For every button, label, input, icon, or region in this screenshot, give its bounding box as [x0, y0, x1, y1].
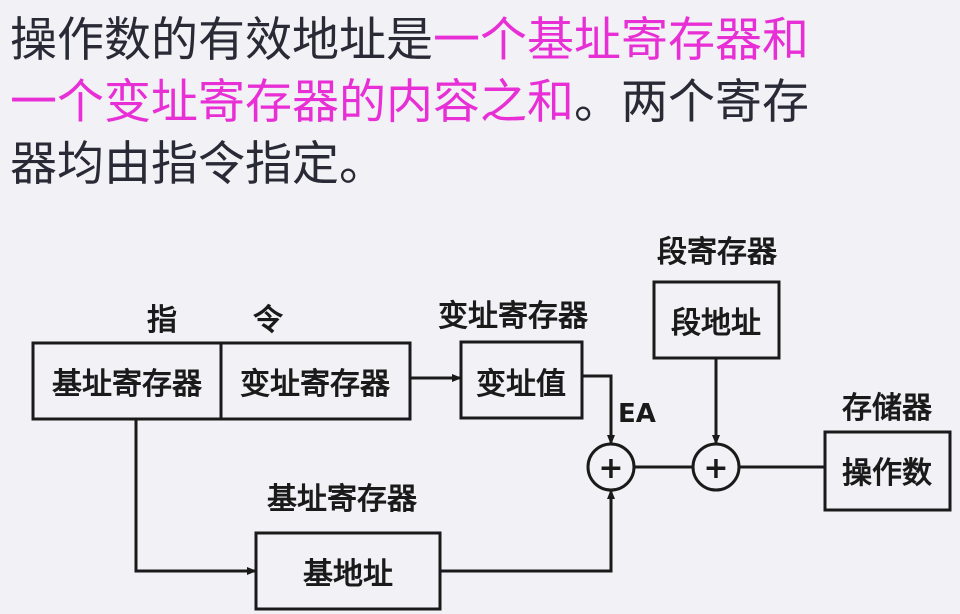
base-reg-title: 基址寄存器 — [267, 482, 418, 517]
adder-2-symbol: + — [703, 451, 728, 486]
instr-field-index-box — [219, 341, 412, 421]
text-highlight: 一个变址寄存器的内容之和 — [10, 75, 574, 130]
segment-reg-title: 段寄存器 — [657, 235, 778, 270]
base-field-to-base-reg-arrow — [134, 419, 257, 575]
text-highlight: 一个基址寄存器和 — [433, 13, 809, 68]
operand-label: 操作数 — [842, 456, 933, 491]
text-normal: 器均由指令指定。 — [10, 137, 386, 192]
base-address-to-adder-arrow — [440, 489, 615, 573]
description-paragraph: 操作数的有效地址是一个基址寄存器和 一个变址寄存器的内容之和。两个寄存 器均由指… — [10, 10, 950, 196]
text-normal: 操作数的有效地址是 — [10, 13, 433, 68]
text-normal: 。两个寄存 — [574, 75, 809, 130]
description-line-1: 操作数的有效地址是一个基址寄存器和 — [10, 10, 950, 72]
instr-field-base-label: 基址寄存器 — [52, 367, 203, 402]
instruction-label-2: 令 — [253, 303, 284, 338]
ea-label: EA — [618, 399, 656, 429]
index-value-to-adder-arrow — [582, 374, 615, 445]
description-line-2: 一个变址寄存器的内容之和。两个寄存 — [10, 72, 950, 134]
instr-field-index-label: 变址寄存器 — [240, 367, 391, 402]
base-address-label: 基地址 — [303, 557, 393, 592]
operand-box — [823, 430, 952, 512]
memory-title: 存储器 — [842, 391, 933, 426]
instruction-label-1: 指 — [147, 303, 177, 338]
index-reg-title: 变址寄存器 — [438, 299, 589, 334]
index-value-label: 变址值 — [476, 367, 566, 402]
segment-address-label: 段地址 — [671, 306, 761, 341]
adder-1-symbol: + — [598, 451, 623, 486]
description-line-3: 器均由指令指定。 — [10, 134, 950, 196]
